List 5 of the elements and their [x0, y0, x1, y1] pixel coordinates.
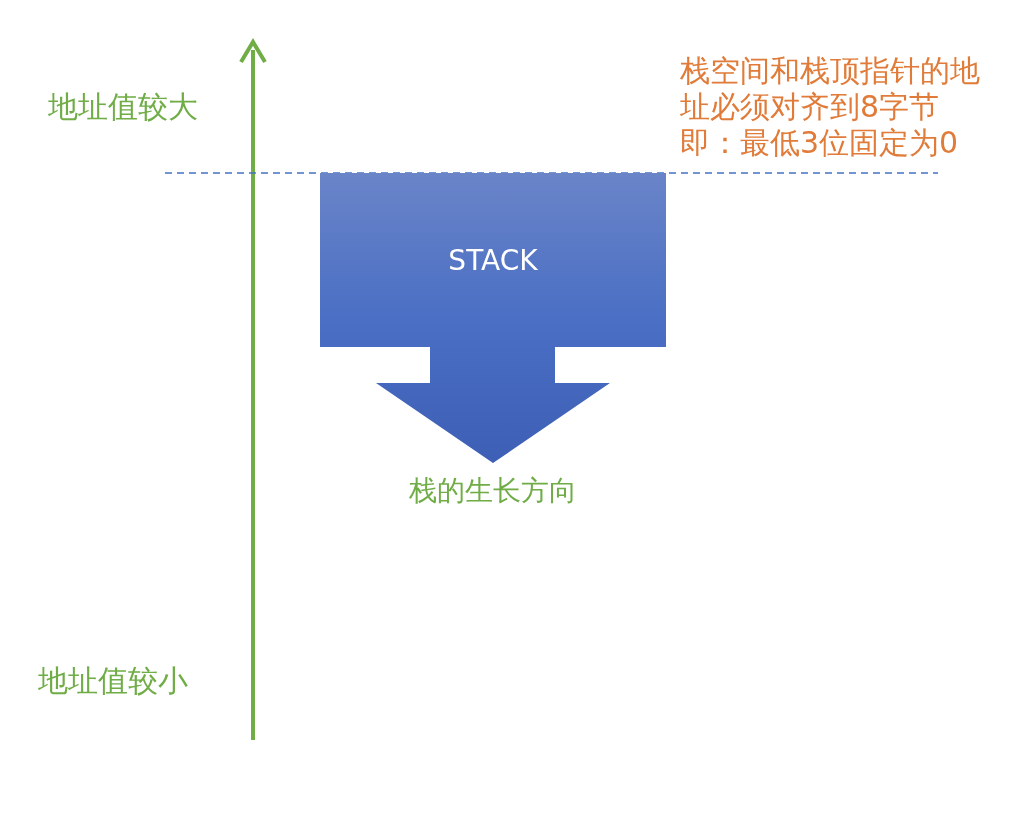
caption-text: 栈的生长方向: [408, 475, 578, 508]
note-text: 栈空间和栈顶指针的地址必须对齐到8字节即：最低3位固定为0: [680, 53, 981, 161]
axis-label: 地址值较小: [38, 664, 188, 699]
stack-label: STACK: [447, 245, 539, 278]
axis-label: 地址值较大: [48, 90, 198, 125]
